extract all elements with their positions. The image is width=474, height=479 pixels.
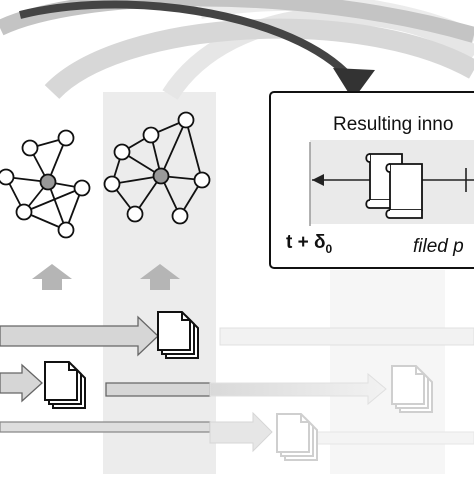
time-label-subscript: 0	[325, 241, 333, 256]
result-panel-title: Resulting inno	[333, 114, 454, 135]
horizontal-arrows	[0, 315, 211, 433]
network-graph-1	[0, 129, 91, 239]
curved-arrow-faint-2	[162, 6, 474, 100]
faint-arrows	[209, 327, 474, 453]
filed-document-icons	[365, 153, 423, 219]
filed-patents-label: filed p	[413, 236, 464, 257]
up-arrow-1	[32, 264, 72, 290]
curved-arrow-dark	[19, 0, 348, 75]
time-label-base: t + δ	[286, 232, 326, 253]
curved-arrow-light	[44, 18, 474, 100]
timeline-arrow-left	[312, 174, 324, 186]
up-arrow-2	[140, 264, 180, 290]
timeline-start-label: t + δ0	[286, 232, 332, 256]
document-stack-faint-icon	[276, 413, 318, 461]
curved-arrow-dark-head	[333, 68, 375, 100]
network-graph-2	[103, 111, 211, 225]
document-stack-icon	[44, 361, 86, 409]
